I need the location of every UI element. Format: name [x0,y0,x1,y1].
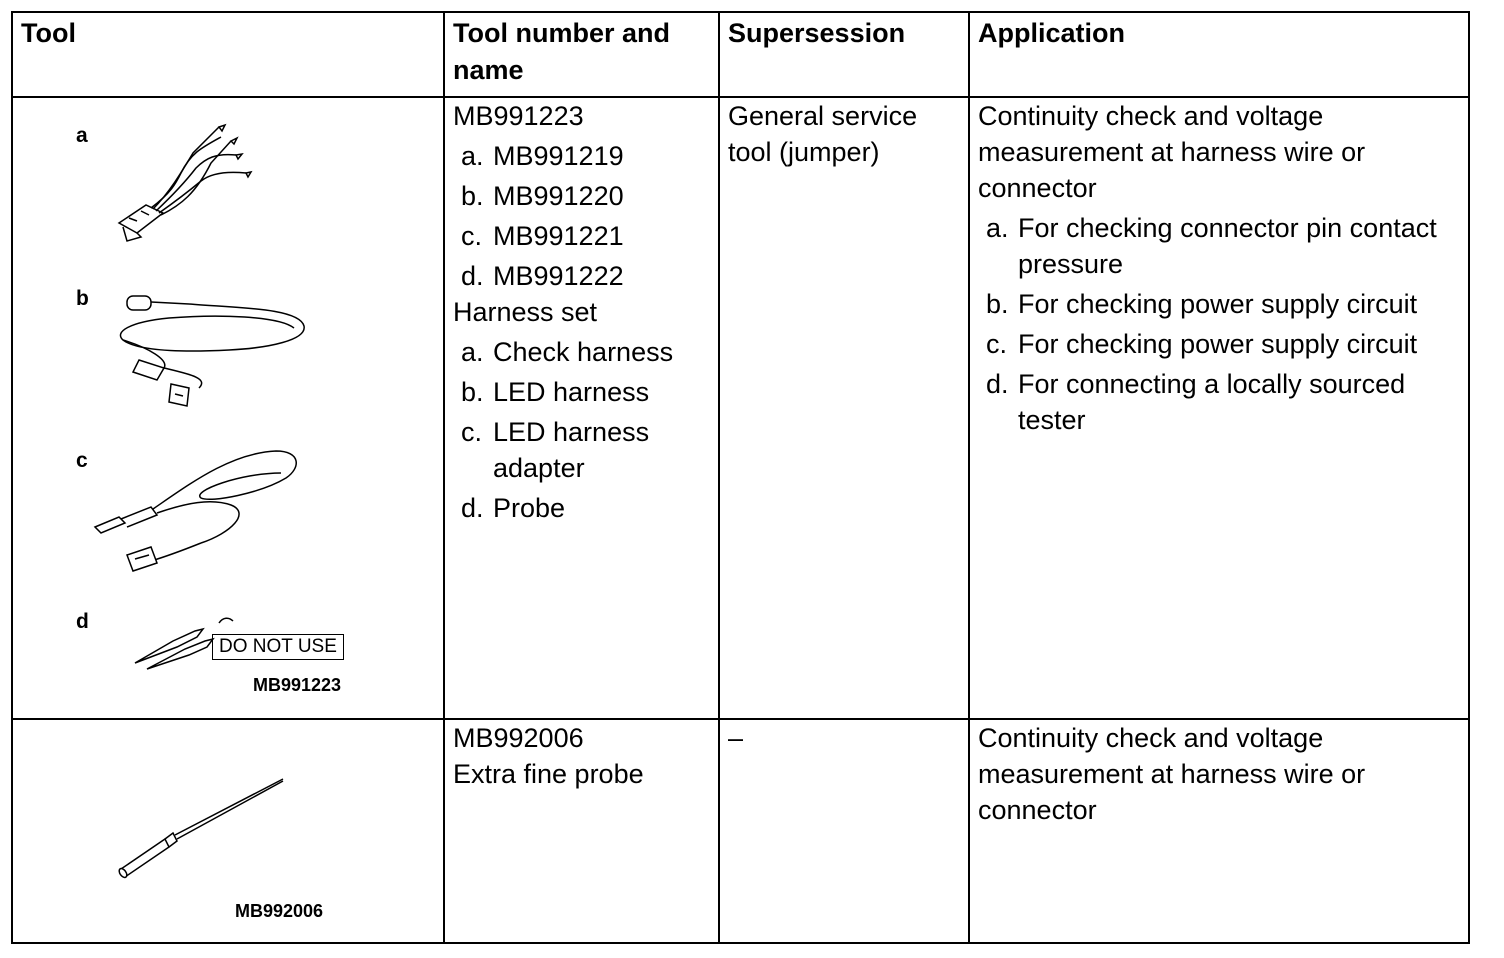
tool-name: Extra fine probe [453,759,644,789]
list-item: a.For checking connector pin contact pre… [986,213,1437,279]
tool-number: MB992006 [453,723,584,753]
application-list: a.For checking connector pin contact pre… [978,210,1463,438]
list-item: b.MB991220 [461,181,624,211]
tool-caption-mb992006: MB992006 [235,901,324,921]
application-mb992006: Continuity check and voltage measurement… [978,723,1366,825]
tool-number: MB991223 [453,101,584,131]
tool-name: Harness set [453,297,598,327]
column-divider [968,13,970,942]
application-mb991223: Continuity check and voltage measurement… [978,98,1463,438]
header-tool: Tool [21,18,76,48]
probe-drawing [134,617,234,670]
tool-illustration-mb992006: MB992006 [13,720,443,942]
tool-label-b: b [76,287,89,310]
led-harness-drawing [119,295,305,407]
supersession-mb992006: – [728,723,744,753]
header-supersession: Supersession [728,18,906,48]
list-item: d.MB991222 [461,261,624,291]
tool-caption-mb991223: MB991223 [253,675,342,695]
led-harness-adapter-drawing [93,450,297,572]
list-item: b.LED harness [461,377,650,407]
extra-fine-probe-drawing [118,778,284,879]
tool-label-a: a [76,124,88,147]
supersession-mb991223: General service tool (jumper) [728,101,918,167]
special-tools-table: Tool Tool number and name Supersession A… [11,11,1470,944]
application-text: Continuity check and voltage measurement… [978,101,1366,203]
row-divider [13,96,1468,98]
header-tool-number-name: Tool number and name [453,18,670,85]
list-item: a.MB991219 [461,141,624,171]
row-divider [13,718,1468,720]
list-item: c.LED harness adapter [461,417,650,483]
list-item: c.For checking power supply circuit [986,329,1418,359]
tool-number-name-mb992006: MB992006 Extra fine probe [453,720,715,792]
column-divider [443,13,445,942]
column-divider [718,13,720,942]
list-item: b.For checking power supply circuit [986,289,1418,319]
tool-illustration-mb991223: a b c d [13,98,443,718]
list-item: d.Probe [461,493,566,523]
list-item: a.Check harness [461,337,674,367]
sub-name-list: a.Check harness b.LED harness c.LED harn… [453,334,715,526]
header-application: Application [978,18,1125,48]
list-item: c.MB991221 [461,221,624,251]
do-not-use-label: DO NOT USE [212,634,344,660]
sub-number-list: a.MB991219 b.MB991220 c.MB991221 d.MB991… [453,138,715,294]
check-harness-drawing [117,123,253,242]
tool-number-name-mb991223: MB991223 a.MB991219 b.MB991220 c.MB99122… [453,98,715,526]
list-item: d.For connecting a locally sourced teste… [986,369,1406,435]
tool-label-c: c [76,449,88,472]
tool-label-d: d [76,610,89,633]
